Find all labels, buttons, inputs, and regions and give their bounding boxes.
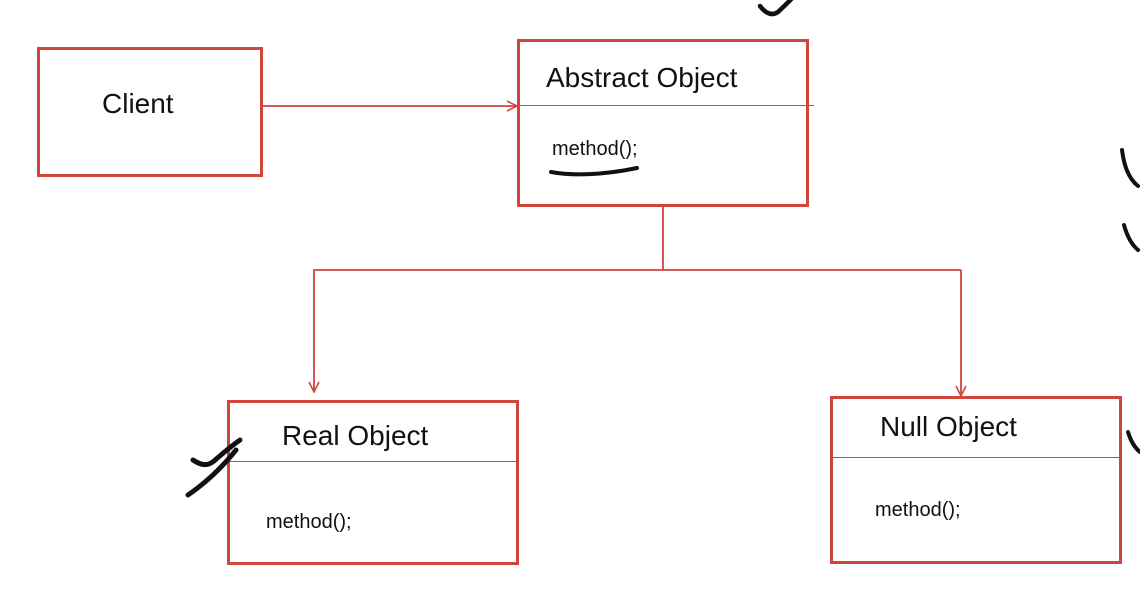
- real-object-divider: [230, 461, 516, 462]
- handwritten-mark-right-2-icon: [1122, 223, 1140, 252]
- abstract-object-box: Abstract Object method();: [517, 39, 814, 207]
- real-object-box: Real Object method();: [227, 400, 519, 565]
- client-title: Client: [102, 88, 174, 119]
- real-object-method: method();: [266, 511, 352, 533]
- abstract-object-title: Abstract Object: [546, 62, 738, 93]
- null-object-method: method();: [875, 499, 961, 521]
- null-object-box: Null Object method();: [830, 396, 1122, 564]
- client-box: Client: [37, 47, 263, 177]
- null-object-title: Null Object: [880, 411, 1017, 442]
- abstract-object-divider: [520, 105, 814, 106]
- handwritten-mark-right-1-icon: [1120, 148, 1140, 188]
- handwritten-mark-right-3-icon: [1126, 430, 1140, 454]
- null-object-divider: [833, 457, 1119, 458]
- abstract-object-method: method();: [552, 138, 638, 160]
- handwritten-check-top-icon: [757, 0, 794, 17]
- real-object-title: Real Object: [282, 420, 429, 451]
